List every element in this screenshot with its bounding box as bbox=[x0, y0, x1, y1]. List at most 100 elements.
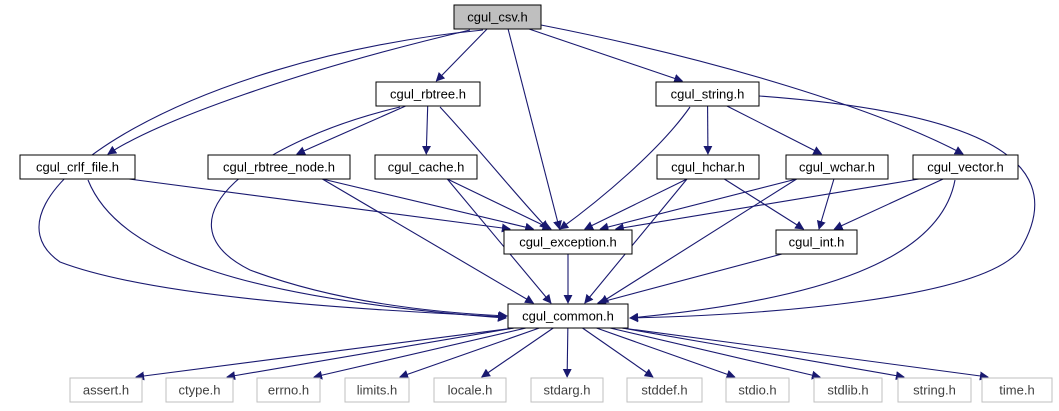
node-label: cgul_hchar.h bbox=[671, 160, 745, 175]
node-box bbox=[897, 377, 972, 403]
edge-rbtree-to-common bbox=[211, 106, 508, 321]
edge-crlf-to-common bbox=[87, 179, 507, 322]
node-stdio: stdio.h bbox=[725, 377, 790, 403]
node-common[interactable]: cgul_common.h bbox=[507, 303, 629, 329]
node-box bbox=[507, 303, 629, 329]
node-box bbox=[655, 81, 760, 107]
node-box bbox=[69, 377, 143, 403]
node-rbnode[interactable]: cgul_rbtree_node.h bbox=[207, 154, 351, 180]
node-box bbox=[256, 377, 321, 403]
edge-string-to-wchar bbox=[726, 105, 823, 155]
node-label: stdio.h bbox=[738, 383, 776, 398]
node-box bbox=[656, 154, 760, 180]
edge-vector-to-int bbox=[833, 178, 944, 230]
node-label: assert.h bbox=[83, 383, 129, 398]
edge-rbtree-to-rbnode bbox=[296, 105, 406, 155]
edge-common-to-stddef bbox=[582, 327, 654, 378]
node-stddef: stddef.h bbox=[626, 377, 703, 403]
node-locale: locale.h bbox=[433, 377, 507, 403]
node-label: cgul_exception.h bbox=[519, 235, 617, 250]
node-label: stddef.h bbox=[641, 383, 687, 398]
edge-common-to-assert bbox=[135, 327, 515, 381]
node-ctype: ctype.h bbox=[165, 377, 234, 403]
node-label: cgul_vector.h bbox=[927, 160, 1004, 175]
edge-int-to-common bbox=[596, 253, 783, 306]
edge-vector-to-exception bbox=[614, 178, 920, 233]
edge-csv-to-common bbox=[38, 29, 507, 322]
node-box bbox=[453, 4, 542, 30]
node-box bbox=[725, 377, 790, 403]
node-label: cgul_rbtree_node.h bbox=[223, 160, 335, 175]
node-box bbox=[530, 377, 604, 403]
edge-rbtree-to-exception bbox=[439, 106, 549, 230]
node-time: time.h bbox=[981, 377, 1053, 403]
node-int[interactable]: cgul_int.h bbox=[775, 229, 858, 255]
edge-csv-to-crlf bbox=[107, 29, 471, 155]
edge-crlf-to-exception bbox=[128, 178, 511, 233]
node-rbtree[interactable]: cgul_rbtree.h bbox=[375, 81, 481, 107]
node-box bbox=[344, 377, 410, 403]
edge-common-to-limits bbox=[399, 327, 540, 379]
node-hchar[interactable]: cgul_hchar.h bbox=[656, 154, 760, 180]
edge-cache-to-common bbox=[446, 178, 552, 304]
node-box bbox=[433, 377, 507, 403]
edge-wchar-to-int bbox=[816, 178, 835, 230]
edge-rbnode-to-exception bbox=[322, 178, 535, 232]
node-label: limits.h bbox=[357, 383, 397, 398]
node-wchar[interactable]: cgul_wchar.h bbox=[785, 154, 889, 180]
node-string_h: string.h bbox=[897, 377, 972, 403]
node-label: cgul_crlf_file.h bbox=[36, 160, 119, 175]
edge-rbnode-to-common bbox=[322, 178, 535, 304]
node-crlf[interactable]: cgul_crlf_file.h bbox=[19, 154, 136, 180]
edge-rbtree-to-cache bbox=[421, 105, 431, 155]
node-string[interactable]: cgul_string.h bbox=[655, 81, 760, 107]
node-label: stdarg.h bbox=[544, 383, 591, 398]
node-limits: limits.h bbox=[344, 377, 410, 403]
node-csv[interactable]: cgul_csv.h bbox=[453, 4, 542, 30]
node-label: cgul_string.h bbox=[671, 87, 745, 102]
node-label: cgul_int.h bbox=[789, 235, 845, 250]
edge-csv-to-string bbox=[528, 28, 684, 83]
node-box bbox=[165, 377, 234, 403]
node-assert: assert.h bbox=[69, 377, 143, 403]
node-box bbox=[813, 377, 883, 403]
node-layer: cgul_csv.h cgul_rbtree.h cgul_string.hcgul… bbox=[19, 4, 1053, 403]
node-label: stdlib.h bbox=[827, 383, 868, 398]
node-label: cgul_cache.h bbox=[388, 160, 465, 175]
node-exception[interactable]: cgul_exception.h bbox=[503, 229, 633, 255]
edge-vector-to-common bbox=[629, 179, 956, 322]
node-label: cgul_rbtree.h bbox=[390, 87, 466, 102]
edge-cache-to-exception bbox=[447, 178, 552, 230]
node-box bbox=[912, 154, 1019, 180]
edge-hchar-to-exception bbox=[583, 178, 688, 230]
edge-string-to-common bbox=[629, 95, 1036, 323]
edge-common-to-stdio bbox=[596, 327, 736, 379]
node-label: cgul_wchar.h bbox=[799, 160, 875, 175]
edge-csv-to-vector bbox=[540, 24, 964, 155]
node-box bbox=[626, 377, 703, 403]
node-label: string.h bbox=[913, 383, 956, 398]
node-label: time.h bbox=[999, 383, 1034, 398]
node-label: cgul_common.h bbox=[522, 309, 614, 324]
edge-common-to-ctype bbox=[226, 327, 515, 381]
node-vector[interactable]: cgul_vector.h bbox=[912, 154, 1019, 180]
node-box bbox=[375, 81, 481, 107]
node-stdarg: stdarg.h bbox=[530, 377, 604, 403]
node-label: errno.h bbox=[268, 383, 309, 398]
node-errno: errno.h bbox=[256, 377, 321, 403]
node-label: cgul_csv.h bbox=[467, 10, 527, 25]
edge-common-to-string_h bbox=[621, 327, 905, 381]
edge-string-to-exception bbox=[559, 106, 691, 230]
node-cache[interactable]: cgul_cache.h bbox=[374, 154, 478, 180]
node-stdlib: stdlib.h bbox=[813, 377, 883, 403]
node-box bbox=[503, 229, 633, 255]
edge-csv-to-exception bbox=[507, 28, 562, 230]
node-label: ctype.h bbox=[179, 383, 221, 398]
edge-hchar-to-int bbox=[723, 178, 805, 230]
node-box bbox=[981, 377, 1053, 403]
edge-common-to-locale bbox=[481, 327, 554, 378]
node-box bbox=[775, 229, 858, 255]
edge-layer bbox=[38, 24, 1036, 381]
edge-common-to-time bbox=[621, 327, 989, 381]
